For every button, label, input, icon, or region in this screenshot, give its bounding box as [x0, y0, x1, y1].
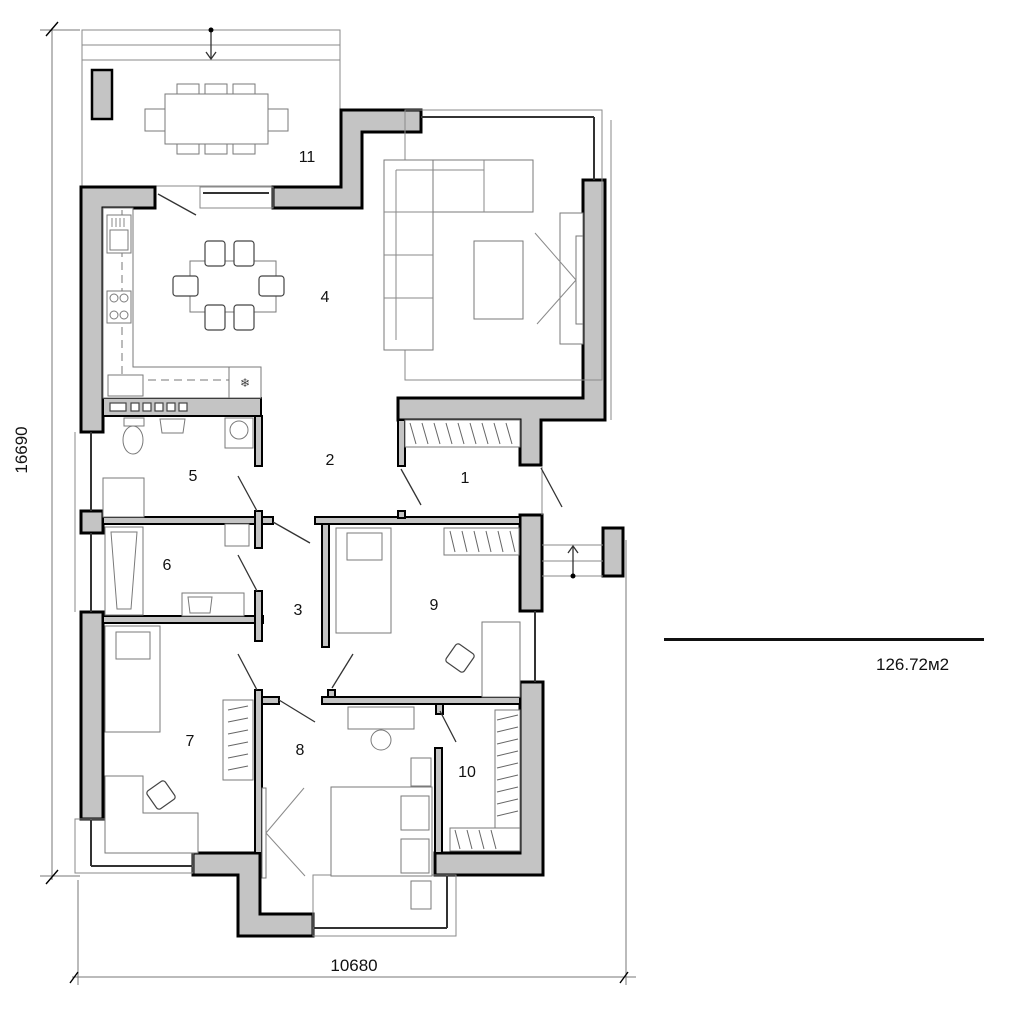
washing-machine-icon — [224, 417, 254, 449]
wardrobe-icon — [404, 419, 521, 448]
entrance-steps — [541, 466, 603, 579]
dresser-icon — [347, 706, 415, 730]
cabinet-row-icon — [109, 402, 188, 412]
height-dimension-label: 16690 — [12, 426, 31, 474]
closet-10 — [449, 709, 521, 852]
tv-unit-icon — [534, 212, 584, 345]
bathtub-icon — [104, 526, 144, 616]
wardrobe-icon — [443, 527, 520, 556]
terrace-area — [81, 27, 341, 187]
coffee-table-icon — [473, 240, 524, 320]
door-swings — [157, 193, 563, 743]
chair-icon — [146, 780, 176, 810]
bedroom-8 — [261, 706, 433, 910]
room-number-label: 6 — [162, 557, 172, 574]
nightstand-icon — [410, 880, 432, 910]
toilet-icon — [122, 417, 145, 455]
room-number-label: 9 — [429, 597, 439, 614]
bedroom-7 — [104, 625, 254, 854]
closet-1 — [404, 419, 521, 448]
bedroom-9 — [335, 527, 521, 698]
area-underline — [664, 638, 984, 641]
fridge-icon: ❄ — [240, 376, 250, 390]
cooktop-icon — [106, 290, 132, 324]
chair-icon — [445, 643, 475, 673]
kitchen: ❄ — [102, 207, 285, 412]
washbasin-icon — [159, 418, 186, 434]
room-number-label: 4 — [320, 289, 330, 306]
sink-icon — [106, 214, 132, 254]
wardrobe-icon — [494, 709, 521, 839]
bathroom-6 — [104, 523, 250, 617]
total-area-label: 126.72м2 — [876, 655, 950, 674]
corner-sofa-icon — [383, 159, 534, 351]
grill-icon — [90, 68, 114, 121]
living-room-furniture — [383, 159, 584, 351]
room-number-label: 8 — [295, 742, 305, 759]
room-number-label: 10 — [458, 764, 476, 781]
room-number-label: 11 — [298, 149, 316, 166]
desk-icon — [104, 775, 199, 854]
dining-table-icon — [172, 240, 285, 331]
room-number-label: 3 — [293, 602, 303, 619]
room-number-label: 2 — [325, 452, 335, 469]
desk-icon — [481, 621, 521, 698]
room-number-label: 5 — [188, 468, 198, 485]
room-number-label: 7 — [185, 733, 195, 750]
wardrobe-icon — [222, 699, 254, 781]
stool-icon — [370, 729, 392, 751]
nightstand-icon — [410, 757, 432, 787]
terrace-dining-table-icon — [144, 83, 289, 155]
bathroom-5 — [102, 417, 254, 518]
washbasin-icon — [181, 592, 245, 617]
dimension-lines — [40, 21, 636, 985]
width-dimension-label: 10680 — [330, 956, 378, 975]
room-number-label: 1 — [460, 470, 470, 487]
